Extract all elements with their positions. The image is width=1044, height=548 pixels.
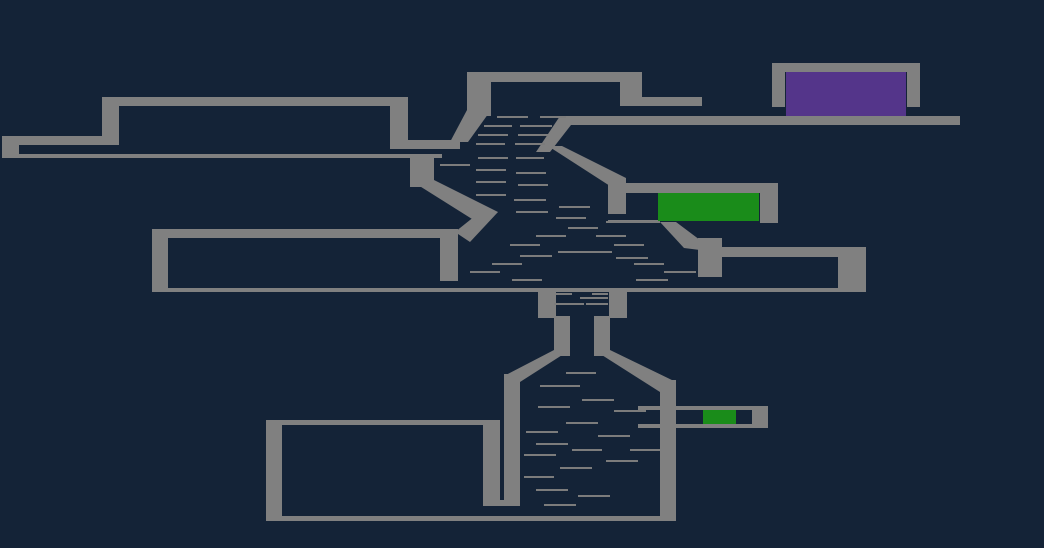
middle-left-wall (410, 155, 498, 281)
exit-zone-frame (772, 63, 920, 107)
central-neck (504, 290, 676, 392)
rubble-particles (440, 116, 696, 506)
goal-small[interactable] (703, 410, 736, 424)
lower-left-chamber (266, 420, 676, 521)
exit-zone[interactable] (786, 72, 906, 116)
top-center-chamber (450, 72, 960, 152)
lower-chamber (483, 374, 768, 520)
goal-large[interactable] (658, 193, 759, 221)
middle-right-wall (548, 146, 866, 292)
middle-left-chamber (152, 229, 866, 292)
upper-left-chamber (2, 97, 460, 158)
